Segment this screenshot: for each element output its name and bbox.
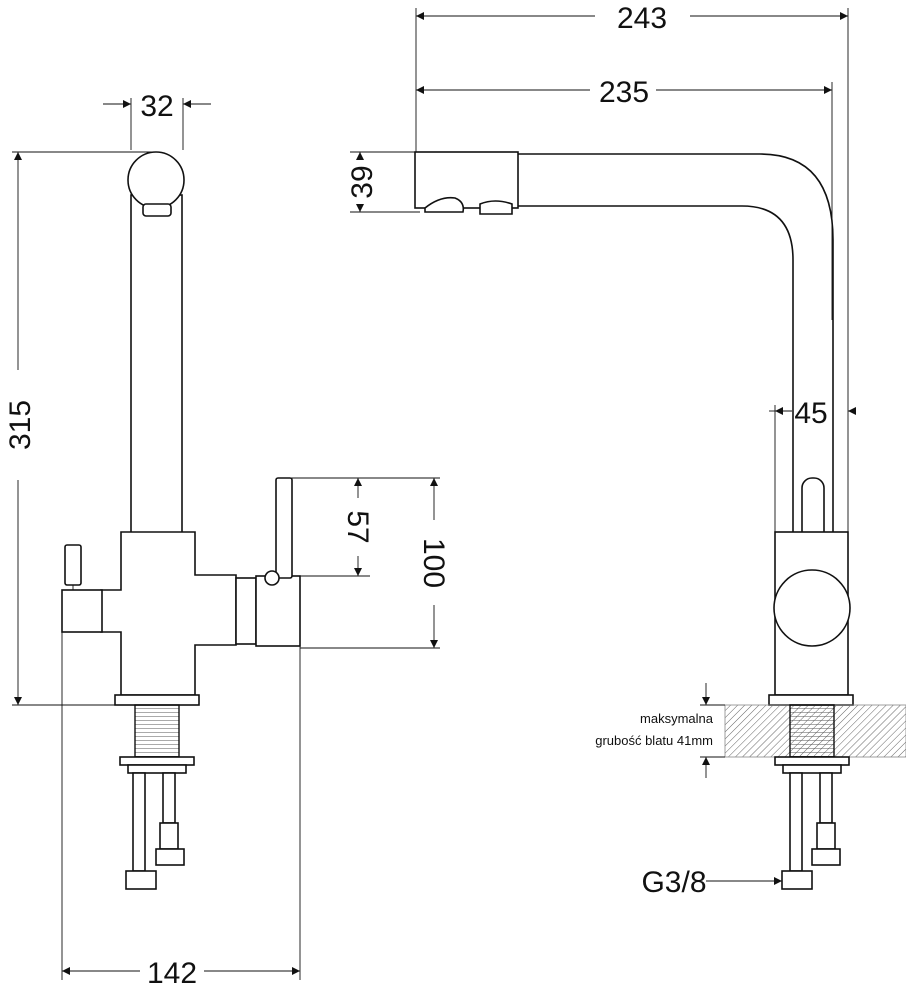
side-hose-right <box>819 772 833 824</box>
front-hose-left-nut <box>125 870 157 890</box>
front-threaded-shank <box>134 704 180 758</box>
side-hose-right-sleeve <box>816 822 836 850</box>
front-hose-right-nut <box>155 848 185 866</box>
side-hose-right-nut <box>811 848 841 866</box>
side-spout-tube <box>516 153 834 536</box>
front-hose-right <box>162 772 176 824</box>
front-right-cartridge <box>255 575 301 647</box>
side-body-cartridge <box>773 569 851 647</box>
side-spray-button-1 <box>424 196 465 213</box>
side-spray-button-2 <box>479 200 513 215</box>
front-mixer-body <box>100 531 237 696</box>
dim-spout-reach: 235 <box>599 76 649 109</box>
side-spout-head <box>414 151 519 209</box>
dim-thread-size: G3/8 <box>641 866 706 899</box>
front-filter-lever <box>64 544 82 586</box>
front-base-plate <box>114 694 200 706</box>
side-hose-left <box>789 772 803 872</box>
dim-top-width: 32 <box>140 90 173 123</box>
side-threaded-shank <box>789 704 835 758</box>
side-view: 243 235 39 45 maksymalna grubość blatu 4… <box>346 2 906 899</box>
front-view: 32 315 57 100 142 <box>4 90 450 990</box>
side-mounting-nut <box>774 756 850 766</box>
dim-body-diameter: 45 <box>794 397 827 430</box>
dim-base-width: 142 <box>147 957 197 990</box>
dim-body-height: 100 <box>417 538 450 588</box>
front-lever-handle <box>275 477 293 579</box>
dim-total-height: 315 <box>4 400 37 450</box>
note-max-thickness-line2: grubość blatu 41mm <box>595 733 713 748</box>
front-spout-tube <box>130 194 183 536</box>
front-hose-right-sleeve <box>159 822 179 850</box>
front-lever-pivot <box>264 570 280 586</box>
front-side-knob <box>61 589 103 633</box>
front-right-collar <box>235 577 257 645</box>
dim-spout-head-height: 39 <box>346 165 379 198</box>
note-max-thickness-line1: maksymalna <box>640 711 714 726</box>
front-mounting-washer <box>127 764 187 774</box>
front-hose-left <box>132 772 146 872</box>
front-mounting-nut <box>119 756 195 766</box>
side-mounting-washer <box>782 764 842 774</box>
side-hose-left-nut <box>781 870 813 890</box>
front-spout-head <box>127 151 185 209</box>
dim-lever-height: 57 <box>341 510 374 543</box>
dim-spout-reach-total: 243 <box>617 2 667 35</box>
side-base-plate <box>768 694 854 706</box>
front-aerator <box>142 203 172 217</box>
